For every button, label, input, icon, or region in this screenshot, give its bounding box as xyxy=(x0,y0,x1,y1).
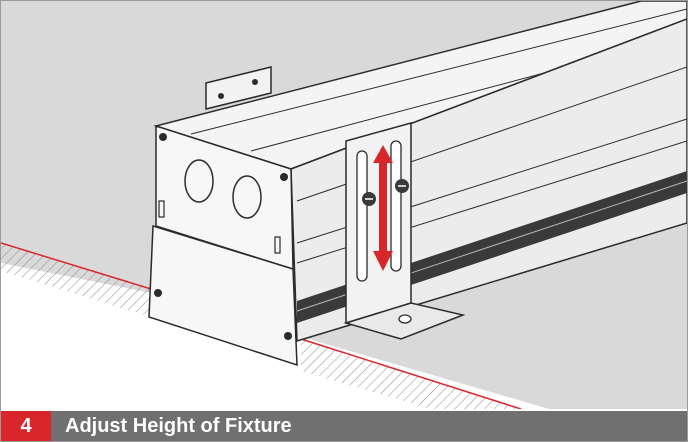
end-cap-slot-right xyxy=(274,236,281,254)
ceiling-cut-edge-left xyxy=(1,242,152,290)
knockout-hole-1 xyxy=(184,159,214,203)
screw-icon xyxy=(280,173,288,181)
screw-icon xyxy=(159,133,167,141)
fixture-illustration xyxy=(1,1,687,409)
screw-icon xyxy=(362,192,376,206)
step-title: Adjust Height of Fixture xyxy=(65,414,292,437)
adjustment-arrow-icon xyxy=(373,145,393,271)
caption-bar: 4 Adjust Height of Fixture xyxy=(1,411,687,441)
back-mounting-tab xyxy=(205,66,272,110)
ceiling-cut-edge-right xyxy=(300,338,522,409)
screw-icon xyxy=(154,289,162,297)
end-cap-lower xyxy=(148,224,298,367)
ceiling-cut-left xyxy=(1,243,151,317)
end-cap-slot-left xyxy=(158,200,165,218)
screw-icon xyxy=(284,332,292,340)
step-number-badge: 4 xyxy=(1,411,51,441)
mounting-bracket xyxy=(343,122,466,340)
knockout-hole-2 xyxy=(232,175,262,219)
screw-icon xyxy=(395,179,409,193)
housing-rib-1 xyxy=(190,8,687,135)
